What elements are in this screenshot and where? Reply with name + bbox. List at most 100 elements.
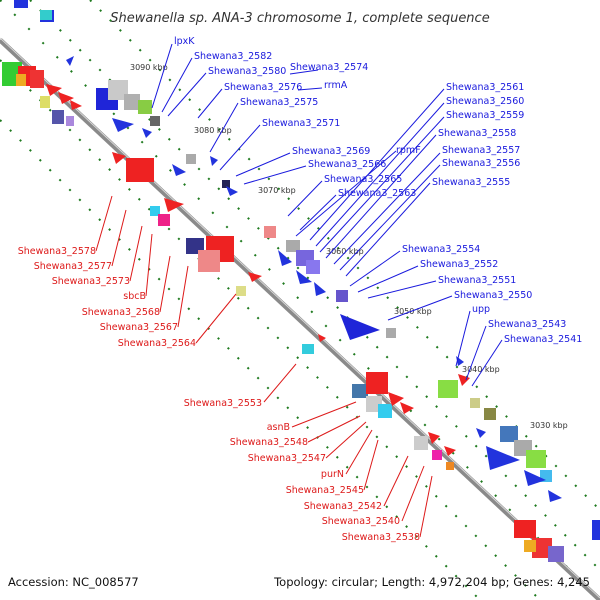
forward-gene-labels: lpxK Shewana3_2582 Shewana3_2580 Shewana… [174,36,582,345]
gene-arrow [388,392,404,406]
gene-feature [66,116,74,126]
gene-label: Shewana3_2560 [446,96,524,107]
gene-label: Shewana3_2538 [342,532,420,543]
gene-feature [414,436,428,450]
gene-arrow [248,272,262,282]
gene-label: Shewana3_2574 [290,62,368,73]
gene-feature [264,226,276,238]
gene-label: Shewana3_2540 [322,516,400,527]
gene-feature [14,0,28,8]
gene-feature [30,70,44,88]
chromosome-backbone [0,38,600,600]
genome-summary-text: Topology: circular; Length: 4,972,204 bp… [273,575,590,589]
gene-feature [484,408,496,420]
gene-feature [40,96,50,108]
gene-feature [336,290,348,302]
gene-feature [16,74,26,86]
gene-label: Shewana3_2563 [338,188,416,199]
gene-label: Shewana3_2568 [82,307,160,318]
gene-arrow [66,56,74,66]
gene-feature [158,214,170,226]
gene-feature [500,426,518,442]
gene-feature [306,260,320,274]
gene-label: Shewana3_2542 [304,501,382,512]
gene-arrow [58,92,74,104]
gene-label: rpmF [396,145,421,156]
gene-feature [514,520,536,538]
gene-label: Shewana3_2557 [442,145,520,156]
gene-label: Shewana3_2565 [324,174,402,185]
gene-feature [378,404,392,418]
gene-label: Shewana3_2554 [402,244,480,255]
gene-arrow [476,428,486,438]
gene-feature [150,206,160,216]
gene-label: Shewana3_2577 [34,261,112,272]
gene-feature [198,250,220,272]
gene-label: Shewana3_2575 [240,97,318,108]
leader-lines-forward [151,43,503,387]
gene-arrow [112,118,134,132]
gene-label: Shewana3_2573 [52,276,130,287]
gene-feature [526,450,546,468]
reverse-genes [2,62,564,562]
gene-label: Shewana3_2543 [488,319,566,330]
reverse-gene-labels: Shewana3_2578 Shewana3_2577 Shewana3_257… [18,246,420,543]
gene-label: Shewana3_2555 [432,177,510,188]
gene-arrow [318,334,326,342]
gene-feature [222,180,230,188]
gene-feature [302,344,314,354]
gene-feature [548,546,564,562]
gene-arrow [172,164,186,176]
gene-arrow [142,128,152,138]
kbp-label: 3030 kbp [530,421,568,430]
gene-feature [386,328,396,338]
gene-feature [366,372,388,394]
gene-arrow [486,446,520,470]
gene-feature [124,94,140,110]
gene-feature [150,116,160,126]
gene-arrow [400,402,414,414]
scale-labels: 3090 kbp 3080 kbp 3070 kbp 3060 kbp 3050… [130,63,568,430]
gene-feature [286,240,300,252]
gene-arrow [548,490,562,502]
gene-label: Shewana3_2541 [504,334,582,345]
kbp-label: 3070 kbp [258,186,296,195]
kbp-label: 3040 kbp [462,365,500,374]
gene-label: Shewana3_2582 [194,51,272,62]
gene-label: lpxK [174,36,195,47]
gene-arrow [458,374,470,386]
gene-feature [592,520,600,540]
gene-label: Shewana3_2566 [308,159,386,170]
gene-label: Shewana3_2569 [292,146,370,157]
gene-arrow [112,152,126,164]
gene-feature [186,154,196,164]
gene-arrow [46,84,62,96]
leader-lines-reverse [95,195,433,538]
gene-feature [470,398,480,408]
map-title: Shewanella sp. ANA-3 chromosome 1, compl… [110,11,489,26]
gene-arrow [444,446,456,456]
gene-label: purN [321,469,344,480]
gene-arrow [296,270,312,284]
gene-arrow [70,100,82,110]
kbp-label: 3090 kbp [130,63,168,72]
gene-arrow [226,186,238,196]
gene-feature [352,384,368,398]
gene-feature [524,540,536,552]
gene-label: Shewana3_2576 [224,82,302,93]
gene-label: Shewana3_2552 [420,259,498,270]
gene-label: Shewana3_2567 [100,322,178,333]
gene-label: Shewana3_2561 [446,82,524,93]
gene-arrow [210,156,218,166]
gene-label: Shewana3_2553 [184,398,262,409]
gene-label: Shewana3_2547 [248,453,326,464]
gene-arrow [278,250,292,266]
gene-arrow [314,282,326,296]
gene-feature [40,10,52,20]
gene-arrow [340,314,380,340]
gene-label: Shewana3_2578 [18,246,96,257]
gene-label: Shewana3_2550 [454,290,532,301]
gene-feature [432,450,442,460]
kbp-label: 3050 kbp [394,307,432,316]
